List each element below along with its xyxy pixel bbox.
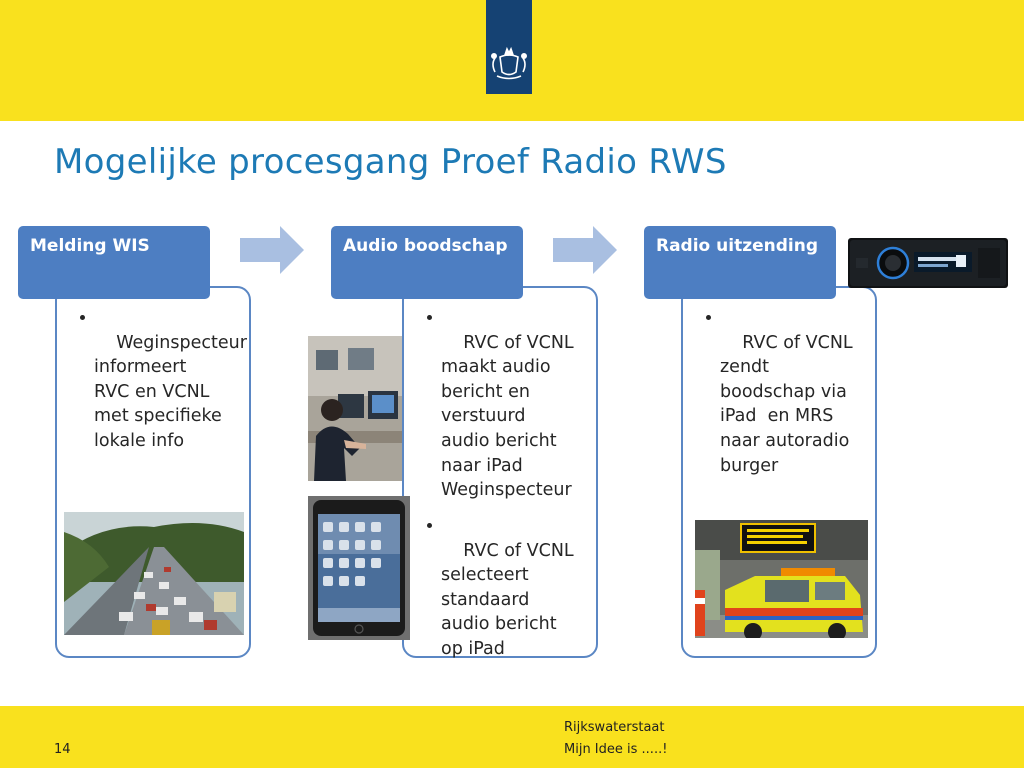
page-number: 14: [54, 742, 71, 757]
arrow-right-icon: [553, 226, 617, 278]
step-2-bullet-2: RVC of VCNL selecteert standaard audio b…: [427, 514, 574, 686]
step-3-bullet-1: RVC of VCNL zendt boodschap via iPad en …: [706, 306, 853, 503]
step-2-card: RVC of VCNL maakt audio bericht en verst…: [402, 286, 598, 659]
slide-title: Mogelijke procesgang Proef Radio RWS: [54, 142, 727, 182]
highway-traffic-photo: [64, 512, 244, 635]
step-1-header: Melding WIS: [18, 226, 210, 299]
step-2-bullet-1: RVC of VCNL maakt audio bericht en verst…: [427, 306, 574, 527]
step-1-bullet-1: Weginspecteur informeert RVC en VCNL met…: [80, 306, 247, 478]
ipad-photo: [308, 496, 410, 640]
rijksoverheid-logo: [486, 0, 532, 94]
inspector-vehicle-photo: [695, 520, 868, 638]
step-2-header: Audio boodschap: [331, 226, 523, 299]
car-radio-photo: [848, 238, 1008, 288]
control-room-photo: [308, 336, 402, 481]
footer-band: [0, 706, 1024, 768]
arrow-right-icon: [240, 226, 304, 278]
footer-slogan: Mijn Idee is .....!: [564, 742, 668, 757]
step-3-header: Radio uitzending: [644, 226, 836, 299]
footer-organisation: Rijkswaterstaat: [564, 720, 665, 735]
